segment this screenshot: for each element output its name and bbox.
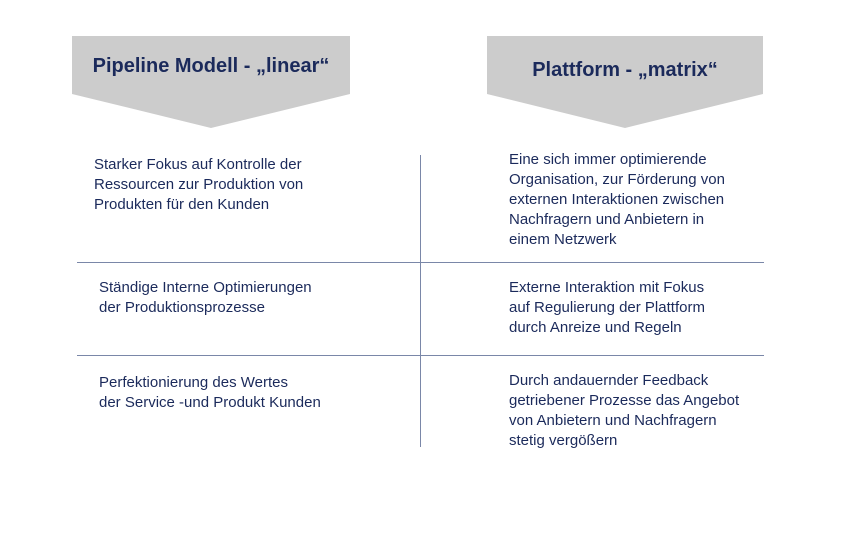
cell-text: Perfektionierung des Wertes der Service … (99, 374, 321, 411)
header-platform-title: Plattform - „matrix“ (532, 59, 718, 81)
cell-platform-row-1: Eine sich immer optimierende Organisatio… (509, 150, 789, 250)
cell-text: Starker Fokus auf Kontrolle der Ressourc… (94, 156, 304, 213)
cell-text: Externe Interaktion mit Fokus auf Reguli… (509, 279, 705, 336)
cell-platform-row-3: Durch andauernder Feedback getriebener P… (509, 371, 789, 451)
cell-pipeline-row-1: Starker Fokus auf Kontrolle der Ressourc… (94, 155, 374, 215)
header-pipeline-title: Pipeline Modell - „linear“ (92, 55, 330, 77)
cell-pipeline-row-3: Perfektionierung des Wertes der Service … (99, 373, 379, 413)
cell-text: Eine sich immer optimierende Organisatio… (509, 151, 725, 248)
header-platform-model: Plattform - „matrix“ (487, 36, 763, 128)
row-divider-1 (77, 262, 764, 263)
cell-text: Ständige Interne Optimierungen der Produ… (99, 279, 312, 316)
column-divider (420, 155, 421, 447)
cell-text: Durch andauernder Feedback getriebener P… (509, 372, 740, 449)
header-pipeline-model: Pipeline Modell - „linear“ (72, 36, 350, 128)
cell-pipeline-row-2: Ständige Interne Optimierungen der Produ… (99, 278, 379, 318)
row-divider-2 (77, 355, 764, 356)
cell-platform-row-2: Externe Interaktion mit Fokus auf Reguli… (509, 278, 789, 338)
